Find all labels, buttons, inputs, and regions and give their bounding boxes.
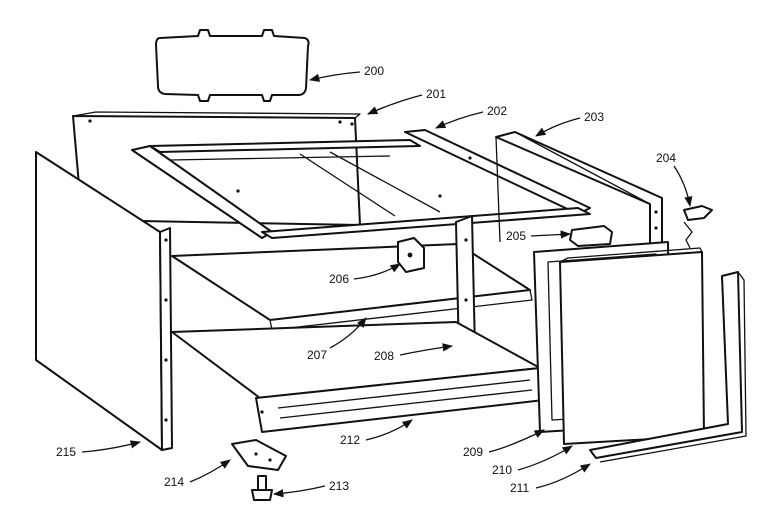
callout-214: 214 xyxy=(164,475,184,489)
callout-202: 202 xyxy=(487,104,507,118)
callout-213: 213 xyxy=(329,479,349,493)
callout-labels: 200 201 202 203 204 205 206 207 208 209 … xyxy=(56,64,676,495)
callout-215: 215 xyxy=(56,445,76,459)
part-205-bracket xyxy=(569,225,613,247)
part-213-leveling-foot xyxy=(251,475,273,501)
callout-203: 203 xyxy=(584,110,604,124)
callout-206: 206 xyxy=(329,272,349,286)
part-200-top-plate xyxy=(155,29,310,102)
part-211-trim-strip xyxy=(589,271,747,463)
callout-207: 207 xyxy=(307,348,327,362)
callout-201: 201 xyxy=(426,87,446,101)
callout-200: 200 xyxy=(364,64,384,78)
part-215-left-side-panel xyxy=(35,151,173,451)
part-210-door-panel xyxy=(559,247,705,445)
callout-208: 208 xyxy=(374,349,394,363)
callout-211: 211 xyxy=(510,481,529,495)
callout-212: 212 xyxy=(340,433,360,447)
part-204-hinge-pin xyxy=(683,205,713,249)
callout-210: 210 xyxy=(492,463,512,477)
part-207-shelf xyxy=(171,243,533,331)
part-214-bracket-plate xyxy=(231,439,287,471)
callout-205: 205 xyxy=(506,229,526,243)
part-206-latch xyxy=(397,237,425,273)
callout-209: 209 xyxy=(463,445,483,459)
leader-lines xyxy=(81,71,693,498)
callout-204: 204 xyxy=(656,151,676,165)
